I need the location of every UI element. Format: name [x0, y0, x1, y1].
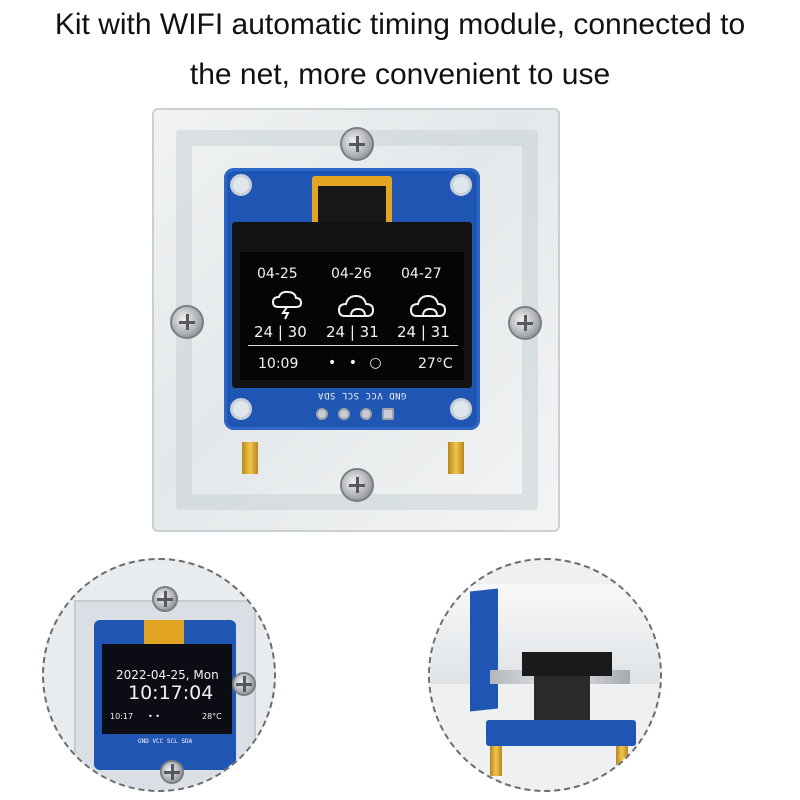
inset-side-view	[428, 558, 662, 792]
inset-clock: 10:17:04	[128, 682, 214, 704]
inset-header-connector	[522, 652, 612, 676]
cloud-icon	[409, 294, 447, 317]
forecast-date-2: 04-26	[331, 266, 372, 282]
inset-bottom-board	[486, 720, 636, 746]
brass-standoff	[242, 442, 258, 474]
inset-date: 2022-04-25, Mon	[116, 668, 219, 682]
oled-page-dots: • • ○	[328, 355, 386, 371]
brass-standoff	[490, 746, 502, 776]
oled-divider	[248, 345, 458, 346]
ribbon-connector	[318, 186, 386, 224]
inset-screen	[102, 644, 232, 734]
forecast-temp-3: 24 | 31	[397, 323, 450, 341]
inset-clock-view: 2022-04-25, Mon 10:17:04 10:17 • • 28°C …	[42, 558, 276, 792]
header-pin	[360, 408, 372, 420]
headline-line-2: the net, more convenient to use	[189, 58, 611, 91]
forecast-date-3: 04-27	[401, 266, 442, 282]
screw-icon	[508, 306, 542, 340]
inset-pin-labels: GND VCC SCL SDA	[138, 738, 193, 745]
thunderstorm-cloud-icon	[271, 290, 303, 320]
headline: Kit with WIFI automatic timing module, c…	[0, 0, 800, 100]
header-pin	[316, 408, 328, 420]
inset-pin-block	[534, 676, 590, 720]
screw-icon	[232, 672, 256, 696]
inset-side-board	[470, 588, 498, 712]
pin-labels: GND VCC SCL SDA	[317, 390, 407, 400]
forecast-date-1: 04-25	[257, 266, 298, 282]
screw-icon	[152, 586, 178, 612]
cloud-icon	[337, 294, 375, 317]
screw-icon	[340, 468, 374, 502]
brass-standoff	[448, 442, 464, 474]
screw-icon	[340, 127, 374, 161]
header-pin	[338, 408, 350, 420]
mount-hole	[450, 174, 472, 196]
headline-line-1: Kit with WIFI automatic timing module, c…	[54, 8, 746, 41]
screw-icon	[160, 760, 184, 784]
mount-hole	[230, 174, 252, 196]
screw-icon	[170, 305, 204, 339]
header-pin	[382, 408, 394, 420]
mount-hole	[450, 398, 472, 420]
inset-small-time: 10:17	[110, 712, 134, 721]
forecast-temp-2: 24 | 31	[326, 323, 379, 341]
inset-temp: 28°C	[202, 712, 222, 721]
oled-clock: 10:09	[258, 356, 299, 372]
oled-current-temp: 27°C	[418, 356, 453, 372]
brass-standoff	[616, 746, 628, 776]
inset-dots: • •	[148, 712, 160, 721]
forecast-temp-1: 24 | 30	[254, 323, 307, 341]
inset-ribbon	[144, 620, 184, 644]
mount-hole	[230, 398, 252, 420]
